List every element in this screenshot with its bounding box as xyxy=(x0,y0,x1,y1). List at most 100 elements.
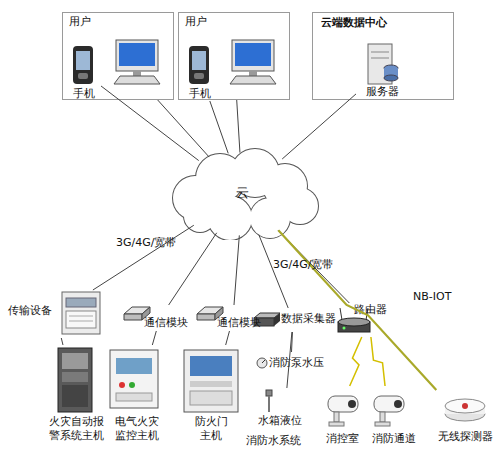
cabinet-icon xyxy=(58,348,92,412)
panel-icon-part xyxy=(119,382,125,388)
detector-icon-part xyxy=(445,406,485,414)
detector-icon xyxy=(445,399,485,421)
node-text: 火灾自动报警系统主机 xyxy=(47,415,105,443)
connector-line xyxy=(350,337,362,386)
computer-icon-part xyxy=(232,40,274,71)
node-text: 云 xyxy=(160,186,325,200)
node-text: 电气火灾监控主机 xyxy=(113,415,161,443)
camera-node: 消防通道 xyxy=(366,386,422,448)
module-icon-part xyxy=(124,314,142,320)
router-node: 路由器 xyxy=(334,303,398,337)
server-node: 服务器 xyxy=(356,43,408,99)
user-group-box: 用户手机 xyxy=(178,12,290,100)
camera-icon-part xyxy=(394,400,402,408)
panel-icon xyxy=(110,350,158,408)
connector-line xyxy=(152,331,156,345)
camera-icon-part xyxy=(334,412,339,422)
transfer-device-icon-part xyxy=(62,292,100,334)
node-text: 云端数据中心 xyxy=(321,16,441,30)
edge-label: 3G/4G/宽带 xyxy=(116,236,176,249)
cabinet-icon-part xyxy=(58,348,92,412)
panel-icon-part xyxy=(110,350,158,408)
sensor-node: 消防泵水压 xyxy=(255,352,327,374)
node-text: 数据采集器 xyxy=(281,312,337,326)
sensor-node: 水箱液位 xyxy=(256,388,314,430)
camera-icon-part xyxy=(374,396,404,412)
node-text: 用户 xyxy=(185,15,245,29)
connector-line xyxy=(158,100,209,157)
gauge-icon xyxy=(257,358,267,368)
collector-icon-part xyxy=(274,313,280,326)
module-icon-part xyxy=(197,307,223,314)
connector-line xyxy=(234,235,239,305)
cabinet-icon-part xyxy=(62,372,88,382)
node-text: 用户 xyxy=(69,15,129,29)
phone-icon-part xyxy=(194,73,204,79)
detector-icon-part xyxy=(445,399,485,413)
node-text: 服务器 xyxy=(356,85,408,99)
node-text: 通信模块 xyxy=(144,316,200,330)
gauge-icon-part xyxy=(262,360,265,363)
free-label: 消防水系统 xyxy=(246,434,301,447)
camera-icon-part xyxy=(348,400,356,408)
server-icon xyxy=(368,44,398,84)
node-text: 消防泵水压 xyxy=(269,356,327,370)
cloud-node: 云 xyxy=(160,148,325,240)
probe-icon-part xyxy=(266,390,272,396)
panel-icon-part xyxy=(190,356,232,376)
server-icon-part xyxy=(371,52,389,53)
computer-icon-part xyxy=(249,71,257,76)
node-text: 传输设备 xyxy=(8,304,62,318)
cloud-bubble xyxy=(250,198,290,238)
node-text: 通信模块 xyxy=(217,316,273,330)
node-text: 路由器 xyxy=(354,303,396,317)
detector-node: 无线探测器 xyxy=(432,390,498,448)
data-center-box: 云端数据中心服务器 xyxy=(312,12,454,100)
node-text: 防火门主机 xyxy=(192,415,230,443)
camera-icon-part xyxy=(328,396,358,412)
transfer-device-icon xyxy=(62,292,100,334)
connector-line xyxy=(287,332,292,388)
cloud-fill xyxy=(250,198,290,238)
node-text: 消防通道 xyxy=(367,432,421,446)
phone-icon-part xyxy=(73,46,93,84)
phone-icon xyxy=(73,46,93,84)
camera-icon-part xyxy=(375,422,390,426)
connector-line xyxy=(259,234,288,308)
node-text: 消控室 xyxy=(321,432,363,446)
server-icon-part xyxy=(384,68,398,78)
connector-line xyxy=(371,337,385,386)
panel-icon-part xyxy=(190,391,232,405)
computer-icon xyxy=(114,40,160,84)
phone-node: 手机 xyxy=(67,45,101,101)
node-text: 手机 xyxy=(183,87,217,101)
server-icon-part xyxy=(384,65,398,71)
gauge-icon-part xyxy=(257,358,267,368)
panel-icon xyxy=(184,350,238,412)
panel-icon-part xyxy=(129,382,135,388)
panel-node: 电气火灾监控主机 xyxy=(102,345,172,453)
router-icon-part xyxy=(338,318,370,326)
cloud-fill xyxy=(184,200,216,232)
camera-icon xyxy=(328,396,358,426)
module-node: 通信模块 xyxy=(193,305,273,331)
panel-node: 防火门主机 xyxy=(176,345,246,453)
connector-line xyxy=(101,86,199,161)
cabinet-icon-part xyxy=(62,385,88,407)
connector-line xyxy=(61,338,63,345)
camera-icon xyxy=(374,396,404,426)
computer-icon-part xyxy=(133,71,141,76)
panel-icon-part xyxy=(190,381,232,387)
connector-line xyxy=(291,332,293,352)
user-group-box: 用户手机 xyxy=(62,12,174,100)
connector-line xyxy=(282,94,356,159)
phone-icon xyxy=(189,46,209,84)
computer-icon-part xyxy=(116,40,158,71)
edge-label: 3G/4G/宽带 xyxy=(273,258,333,271)
phone-icon-part xyxy=(76,51,90,70)
probe-icon-part xyxy=(268,396,270,412)
router-icon-part xyxy=(338,322,370,332)
computer-icon xyxy=(230,40,276,84)
